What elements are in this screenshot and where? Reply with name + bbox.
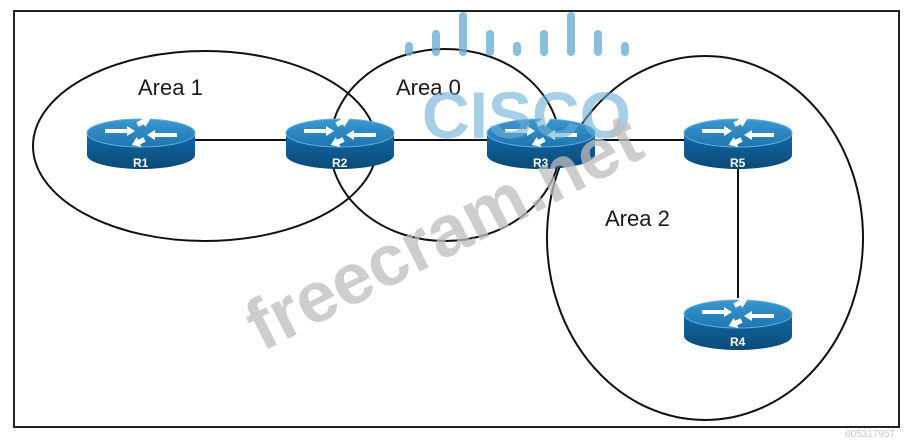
router-r2-label: R2 <box>332 156 348 170</box>
area-2-label: Area 2 <box>605 206 670 231</box>
area-1-label: Area 1 <box>138 75 203 100</box>
router-r4-label: R4 <box>730 335 746 349</box>
router-r5-label: R5 <box>730 156 746 170</box>
router-r2: R2 <box>285 113 395 170</box>
router-r3: R3 <box>486 113 596 170</box>
cisco-wordmark: CISCO <box>422 78 631 152</box>
area-2-boundary <box>546 55 864 421</box>
router-r5: R5 <box>683 113 793 170</box>
cisco-logo-watermark: CISCO <box>405 12 631 152</box>
router-r4: R4 <box>683 294 793 351</box>
router-r1: R1 <box>86 113 196 170</box>
corner-id: 605317957 <box>845 429 895 440</box>
router-r3-label: R3 <box>533 156 549 170</box>
area-0-label: Area 0 <box>396 75 461 100</box>
router-r1-label: R1 <box>133 156 149 170</box>
diagram-frame <box>13 10 900 428</box>
